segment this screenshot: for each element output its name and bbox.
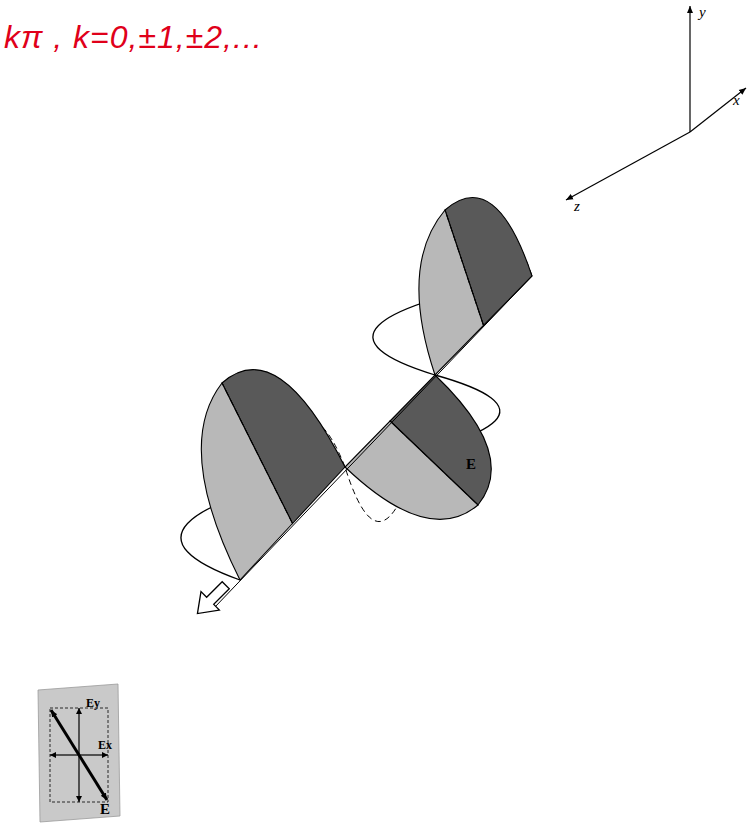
vector-label: E [100,801,110,818]
vector-label: Ey [86,697,100,710]
polarization-inset [38,684,120,822]
axis-label: z [574,198,580,215]
vector-label: E [466,456,476,473]
axis-label: y [699,4,706,21]
handwritten-note: kπ , k=0,±1,±2,... [4,20,263,55]
petal-midline [222,383,293,524]
petal-midline [390,421,478,505]
vector-label: Ex [98,739,112,752]
propagation-arrow [188,576,235,623]
field-petal-light [345,421,478,519]
field-petal-light [201,383,292,580]
axes [566,6,746,200]
petal-midline [445,210,484,326]
propagation-axis [214,276,532,608]
axis-label: x [733,92,740,109]
field-petal-light [419,210,484,375]
wave-field [181,198,532,580]
